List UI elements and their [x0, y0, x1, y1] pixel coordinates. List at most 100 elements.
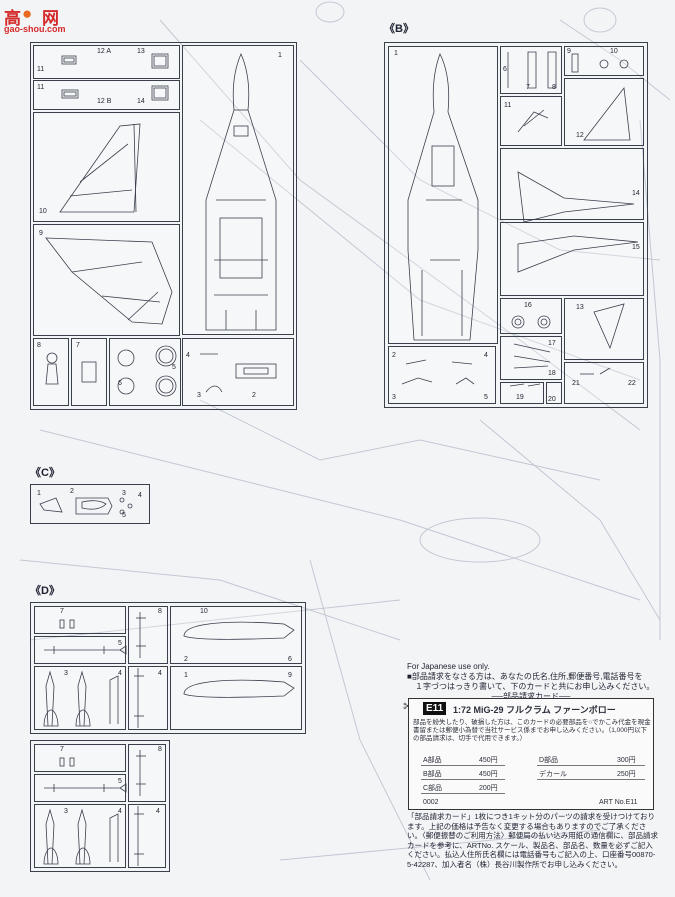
part-number: 5 [118, 778, 122, 785]
price-name: B部品 [423, 771, 442, 778]
sprue-b-part-13 [564, 298, 644, 360]
part-number: 3 [64, 670, 68, 677]
part-number: 3 [122, 490, 126, 497]
watermark-logo: 高 ● 网 gao-shou.com [2, 4, 72, 34]
section-label-b: 《B》 [384, 23, 414, 35]
sprue-b-part-11 [500, 96, 562, 146]
weapons-drawing-1 [43, 612, 295, 728]
part-number: 8 [552, 84, 556, 91]
part-number: 12 [576, 132, 584, 139]
price-name: デカール [539, 771, 567, 778]
sprue-b-parts-2-5 [388, 346, 496, 404]
sprue-b-parts-6-7-8 [500, 46, 562, 94]
part-number: 5 [122, 512, 126, 519]
card-code: E11 [423, 702, 447, 715]
card-header: ──部品請求カード── [491, 692, 571, 701]
sprue-b-part-12 [564, 78, 644, 146]
price-value: 200円 [479, 785, 498, 792]
part-number: 4 [138, 492, 142, 499]
part-number: 10 [39, 208, 47, 215]
part-number: 13 [576, 304, 584, 311]
parts-request-card: E11 1:72 MiG-29 フルクラム ファーンボロー 部品を紛失したり、破… [408, 698, 654, 810]
notice-line: １字づつはっきり書いて、下のカードと共にお申し込みください。 [415, 682, 655, 691]
part-number: 9 [567, 48, 571, 55]
part-number: 8 [158, 746, 162, 753]
part-number: 2 [184, 656, 188, 663]
price-value: 450円 [479, 757, 498, 764]
part-number: 11 [37, 84, 45, 91]
part-number: 22 [628, 380, 636, 387]
sprue-a-part-10 [33, 112, 180, 222]
price-value: 300円 [617, 757, 636, 764]
part-number: 8 [158, 608, 162, 615]
vertical-stabilizer-drawing [59, 123, 141, 213]
sprue-b-part-14 [500, 148, 644, 220]
small-parts-drawing [45, 345, 277, 397]
sprue-a-part-7 [71, 338, 107, 406]
part-number: 5 [118, 640, 122, 647]
part-number: 7 [60, 608, 64, 615]
part-number: 4 [186, 352, 190, 359]
sprue-d-parts-4 [128, 666, 168, 730]
part-number: 1 [394, 50, 398, 57]
sprue-b-frame [384, 42, 648, 408]
sprue-b-part-15 [500, 222, 644, 296]
sprue-a-parts-4-3-2 [182, 338, 294, 406]
part-number: 21 [572, 380, 580, 387]
part-number: 14 [137, 98, 145, 105]
sprue-c-frame [30, 484, 150, 524]
fuselage-top-drawing [205, 53, 277, 331]
part-number: 17 [548, 340, 556, 347]
part-number: 9 [288, 672, 292, 679]
wing-drawing [45, 237, 173, 325]
sprue-a-parts-11-12a-13 [33, 45, 180, 79]
sprue-a-frame [30, 42, 297, 410]
sprue-b-parts-2-5-drawing [401, 359, 475, 385]
card-body: 部品を紛失したり、破損した方は、このカードの必要部品を○でかこみ代金を現金書留ま… [413, 719, 651, 742]
part-number: 4 [484, 352, 488, 359]
part-number: 18 [548, 370, 556, 377]
sprue-d2-part-7 [34, 744, 126, 772]
part-number: 3 [392, 394, 396, 401]
sprue-a-part-1 [182, 45, 294, 335]
sprue-d-frame-1 [30, 602, 306, 734]
section-label-d: 《D》 [30, 585, 60, 597]
part-number: 4 [118, 808, 122, 815]
part-number: 19 [516, 394, 524, 401]
part-number: 4 [158, 670, 162, 677]
part-number: 3 [197, 392, 201, 399]
part-number: 4 [118, 670, 122, 677]
part-number: 2 [70, 488, 74, 495]
card-art-no: ART No.E11 [599, 799, 638, 806]
part-number: 10 [610, 48, 618, 55]
part-number: 11 [504, 102, 512, 109]
canopy-drawing [39, 497, 133, 515]
part-number: 15 [632, 244, 640, 251]
part-number: 2 [392, 352, 396, 359]
sprue-b-part-16 [500, 298, 562, 334]
notice-line: ■部品請求をなさる方は、あなたの氏名,住所,郵便番号,電話番号を [407, 672, 643, 681]
sprue-d2-part-8 [128, 744, 166, 802]
sprue-d-frame-2 [30, 740, 170, 872]
part-number: 4 [156, 808, 160, 815]
cockpit-part-drawings [61, 53, 169, 101]
part-number: 11 [37, 66, 45, 73]
notice-line: For Japanese use only. [407, 662, 490, 671]
part-number: 6 [288, 656, 292, 663]
japanese-notice: For Japanese use only. ■部品請求をなさる方は、あなたの氏… [407, 662, 655, 702]
price-value: 250円 [617, 771, 636, 778]
part-number: 6 [503, 66, 507, 73]
sprue-d-part-8 [128, 606, 168, 664]
card-title: 1:72 MiG-29 フルクラム ファーンボロー [453, 705, 616, 715]
part-number: 10 [200, 608, 208, 615]
part-number: 7 [60, 746, 64, 753]
part-number: 2 [252, 392, 256, 399]
part-number: 6 [118, 380, 122, 387]
sprue-d2-parts-4 [128, 804, 166, 868]
part-number: 16 [524, 302, 532, 309]
part-number: 7 [76, 342, 80, 349]
watermark-circle: ● [22, 4, 33, 23]
watermark-domain: gao-shou.com [4, 24, 66, 34]
sprue-a-part-9 [33, 224, 180, 336]
